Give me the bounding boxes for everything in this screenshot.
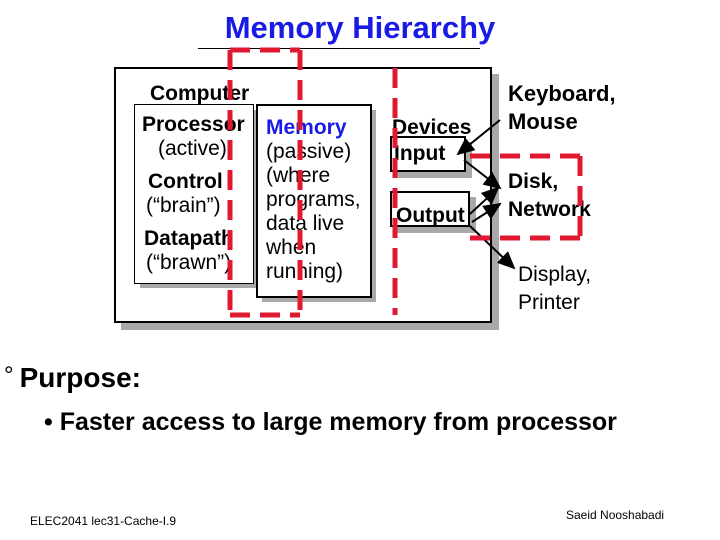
input-box: [390, 136, 466, 172]
input-label: Input: [394, 142, 446, 165]
memory-line-2: (where: [266, 164, 331, 187]
memory-label: Memory: [266, 116, 347, 139]
devices-label: Devices: [392, 116, 472, 139]
memory-line-6: running): [266, 260, 344, 283]
processor-label: Processor: [142, 113, 245, 136]
title-underline: [198, 48, 480, 49]
purpose-label: Purpose:: [19, 362, 141, 393]
brawn-label: (“brawn”): [146, 251, 232, 274]
printer-label: Printer: [518, 291, 580, 314]
network-label: Network: [508, 198, 591, 221]
output-box: [390, 191, 470, 227]
memory-line-3: programs,: [266, 188, 361, 211]
purpose-sub-bullet: • Faster access to large memory from pro…: [44, 408, 617, 437]
footer-course: ELEC2041 lec31-Cache-I.9: [30, 514, 177, 528]
processor-box: [134, 104, 254, 284]
output-label: Output: [396, 204, 465, 227]
memory-line-5: when: [266, 236, 317, 259]
control-label: Control: [148, 170, 223, 193]
memory-line-1: (passive): [266, 140, 352, 163]
mouse-label: Mouse: [508, 109, 578, 134]
keyboard-label: Keyboard,: [508, 81, 616, 106]
datapath-label: Datapath: [144, 227, 234, 250]
memory-box: [256, 104, 372, 298]
disk-label: Disk,: [508, 170, 559, 193]
brain-label: (“brain”): [146, 194, 221, 217]
computer-label: Computer: [150, 82, 250, 105]
sub-bullet-marker: •: [44, 408, 53, 436]
bullet-marker: °: [4, 362, 14, 389]
purpose-bullet: °Purpose:: [4, 362, 141, 394]
purpose-sub-text: Faster access to large memory from proce…: [59, 408, 617, 436]
display-label: Display,: [518, 263, 592, 286]
memory-line-4: data live: [266, 212, 345, 235]
processor-active-label: (active): [158, 137, 227, 160]
footer-author: Saeid Nooshabadi: [566, 508, 665, 522]
slide-title: Memory Hierarchy: [224, 10, 496, 45]
